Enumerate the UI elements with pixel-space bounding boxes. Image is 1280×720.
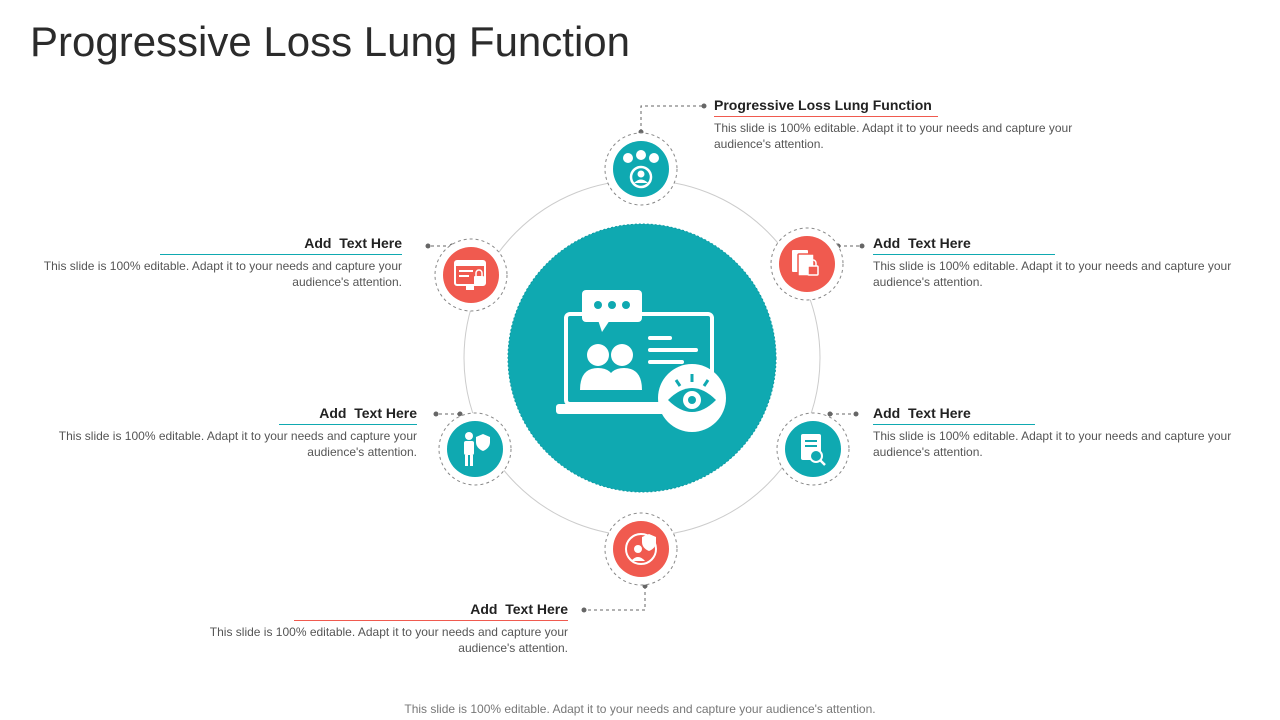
node-2	[770, 227, 844, 301]
block-text: This slide is 100% editable. Adapt it to…	[209, 625, 568, 655]
footer-note: This slide is 100% editable. Adapt it to…	[404, 702, 876, 716]
text-block-4: Add Text Here This slide is 100% editabl…	[198, 601, 568, 656]
block-title: Add Text Here	[873, 405, 1035, 425]
block-text: This slide is 100% editable. Adapt it to…	[43, 259, 402, 289]
text-block-2: Add Text Here This slide is 100% editabl…	[873, 235, 1243, 290]
connectors	[428, 105, 862, 611]
block-title: Add Text Here	[873, 235, 1055, 255]
person-shield-icon	[464, 432, 490, 466]
node-6	[434, 238, 508, 312]
block-text: This slide is 100% editable. Adapt it to…	[58, 429, 417, 459]
secure-browser-icon	[454, 260, 486, 290]
block-text: This slide is 100% editable. Adapt it to…	[873, 259, 1232, 289]
presentation-eye-icon	[556, 290, 726, 432]
node-1	[604, 132, 678, 206]
text-block-6: Add Text Here This slide is 100% editabl…	[32, 235, 402, 290]
node-3	[776, 412, 850, 486]
block-title: Add Text Here	[160, 235, 402, 255]
text-block-5: Add Text Here This slide is 100% editabl…	[47, 405, 417, 460]
block-text: This slide is 100% editable. Adapt it to…	[714, 121, 1073, 151]
node-5	[438, 412, 512, 486]
block-title: Add Text Here	[294, 601, 568, 621]
user-shield-icon	[625, 533, 657, 565]
people-checklist-icon	[623, 150, 659, 189]
secure-documents-icon	[792, 250, 819, 277]
center-node	[507, 223, 777, 493]
text-block-1: Progressive Loss Lung Function This slid…	[714, 97, 1084, 152]
page-title: Progressive Loss Lung Function	[30, 18, 630, 65]
text-block-3: Add Text Here This slide is 100% editabl…	[873, 405, 1243, 460]
document-search-icon	[801, 434, 826, 466]
block-title: Progressive Loss Lung Function	[714, 97, 938, 117]
node-4	[604, 512, 678, 586]
block-title: Add Text Here	[279, 405, 417, 425]
block-text: This slide is 100% editable. Adapt it to…	[873, 429, 1232, 459]
